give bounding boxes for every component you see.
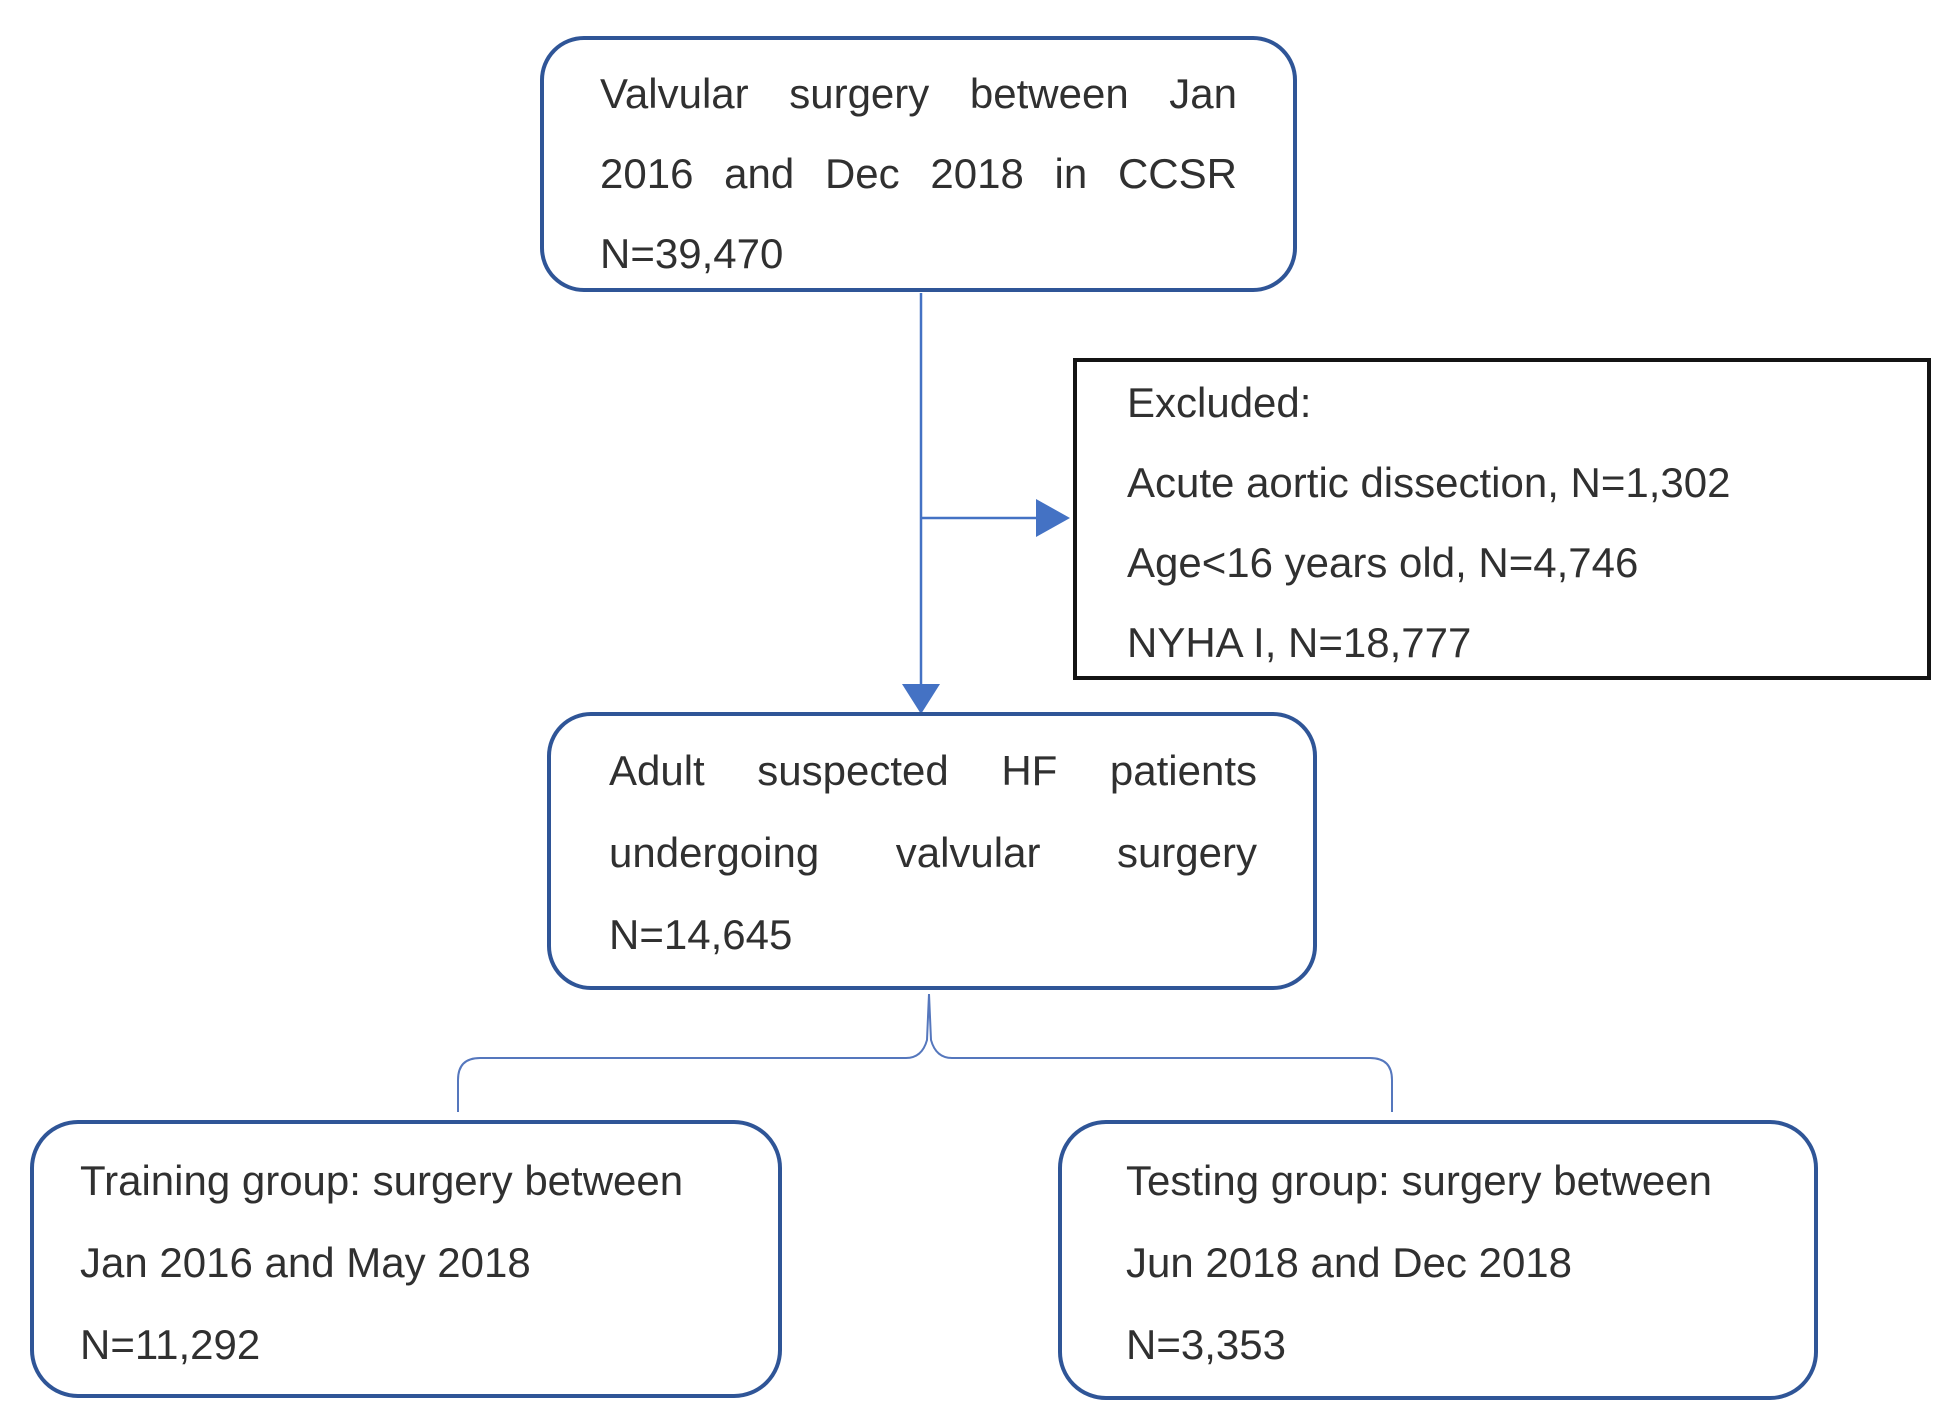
- node-line: Valvular surgery between Jan: [600, 70, 1237, 117]
- flow-node-eligible: Adult suspected HF patients undergoing v…: [547, 712, 1317, 990]
- node-line: Age<16 years old, N=4,746: [1127, 539, 1639, 586]
- flow-node-source: Valvular surgery between Jan 2016 and De…: [540, 36, 1297, 292]
- node-line: N=3,353: [1126, 1321, 1286, 1368]
- node-line: NYHA I, N=18,777: [1127, 619, 1472, 666]
- arrowhead-down-icon: [902, 684, 940, 714]
- node-line: undergoing valvular surgery: [609, 829, 1257, 876]
- flow-node-testing: Testing group: surgery between Jun 2018 …: [1058, 1120, 1818, 1400]
- node-line: N=39,470: [600, 230, 784, 277]
- flow-node-training: Training group: surgery between Jan 2016…: [30, 1120, 782, 1398]
- split-brace: [457, 993, 1393, 1112]
- node-line: Training group: surgery between: [80, 1157, 684, 1204]
- flow-node-excluded: Excluded: Acute aortic dissection, N=1,3…: [1073, 358, 1931, 680]
- node-line: Acute aortic dissection, N=1,302: [1127, 459, 1731, 506]
- arrowhead-right-icon: [1036, 499, 1070, 537]
- node-line: N=11,292: [80, 1321, 261, 1368]
- node-line: Testing group: surgery between: [1126, 1157, 1713, 1204]
- node-line: Adult suspected HF patients: [609, 747, 1257, 794]
- node-line: Excluded:: [1127, 379, 1312, 426]
- node-line: Jan 2016 and May 2018: [80, 1239, 531, 1286]
- node-line: 2016 and Dec 2018 in CCSR: [600, 150, 1237, 197]
- node-line: N=14,645: [609, 911, 793, 958]
- node-line: Jun 2018 and Dec 2018: [1126, 1239, 1573, 1286]
